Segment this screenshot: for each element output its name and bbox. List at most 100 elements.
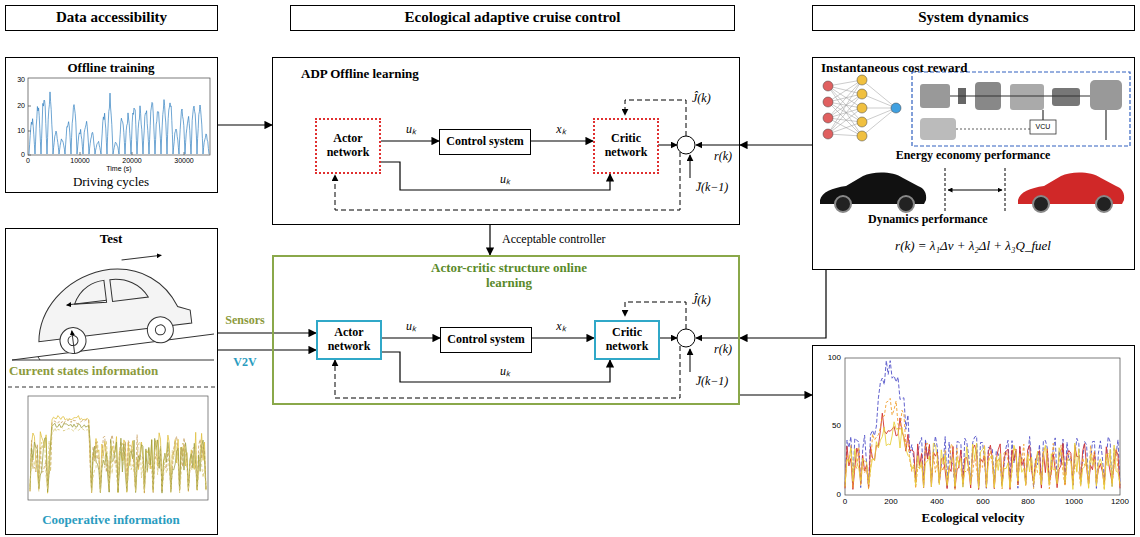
neural-net [862,108,896,122]
connector-arrow [381,162,610,190]
neural-net [828,94,862,118]
test-vehicle-drawing [12,253,214,360]
axis-tick: 0 [843,498,847,507]
connector-arrow [531,140,593,141]
series-lines [845,398,1120,489]
test-vehicle-drawing [72,275,148,306]
connector-arrow [532,337,594,338]
connector-arrow [382,337,440,338]
signal-label: r(k) [714,343,732,356]
node-text: Dynamics performance [868,213,988,227]
axis-tick: 0 [21,151,25,159]
node-text: Current states information [9,364,158,379]
axis-tick: 100 [828,354,841,363]
test-vehicle-drawing [122,255,162,260]
node-text: Actor network [318,326,380,354]
test-vehicle-drawing [38,357,40,360]
header-box: Data accessibility [5,5,218,31]
signal-label: J̄(k−1) [696,181,729,194]
chart-panel: Ecological velocity [812,345,1135,535]
connector-arrow [218,332,316,333]
actor-box: Actor network [316,320,382,360]
powertrain-sketch [1090,80,1122,110]
vehicle-pair [1096,196,1112,212]
test-chart [28,396,208,500]
vehicle-pair [898,196,914,212]
connector-arrow [218,349,316,350]
node-text: Critic network [595,132,657,160]
powertrain-sketch [1052,88,1080,106]
loop-wiring [690,155,691,178]
node-text: Test [6,232,216,247]
edge-label: xₖ [554,320,567,333]
neural-net [857,131,867,141]
neural-net [823,97,833,107]
node-text: Ecological adaptive cruise control [405,9,621,26]
component-label: VCU [1036,123,1051,131]
node-text: Actor-critic structure online learning [424,261,594,291]
node-text: Actor network [317,132,379,160]
axis-tick: 400 [930,498,943,507]
learning-box: Actor-critic structure online learningAc… [272,255,740,405]
axis-tick: 20 [17,102,25,110]
axis-tick: 30000 [174,157,193,165]
neural-net [823,81,833,91]
loop-wiring [677,136,695,154]
neural-net [891,103,901,113]
node-text: Ecological velocity [813,511,1133,526]
powertrain-sketch [920,84,950,108]
panel-box: Offline trainingDriving cycles [5,57,218,193]
axis-tick: 10000 [70,157,89,165]
axis-tick: 20000 [122,157,141,165]
test-chart [28,396,208,500]
axis-tick: 0 [26,157,30,165]
offline-chart [28,78,210,155]
neural-net [857,75,867,85]
axis-tick: 30 [17,76,25,84]
process-box: Control system [440,327,532,353]
neural-net [823,129,833,139]
vehicle-pair [948,190,1002,191]
node-text: System dynamics [918,9,1028,26]
vehicle-pair [820,168,1124,212]
series-lines [845,422,1120,490]
loop-wiring [696,338,740,339]
process-box: Control system [439,129,531,155]
separator-line [8,387,215,388]
edge-label: V2V [231,356,258,369]
axis-tick: 1000 [1065,498,1083,507]
neural-net [857,117,867,127]
edge-label: uₖ [498,173,512,186]
test-vehicle-drawing [72,331,75,354]
loop-wiring [690,349,691,372]
edge-label: uₖ [404,320,418,333]
powertrain-sketch [950,96,1106,140]
loop-wiring [658,338,677,339]
node-text: Driving cycles [6,175,216,190]
node-text: Critic network [596,326,658,354]
powertrain-sketch [956,129,1030,130]
actor-box: Actor network [315,118,381,174]
node-text: Instantaneous cost reward [821,61,967,76]
series-lines [30,419,206,492]
node-text: Control system [447,333,524,347]
loop-wiring [658,145,677,146]
series-lines [30,423,206,493]
signal-label: r(k) [714,150,732,163]
critic-box: Critic network [593,118,659,174]
connector-arrow [382,352,610,382]
edge-label: uₖ [498,365,512,378]
connector-arrow [740,394,812,395]
axis-tick: 50 [832,422,841,431]
vehicle-pair [835,196,851,212]
test-vehicle-drawing [30,253,193,358]
loop-wiring [625,302,686,329]
powertrain-sketch [912,72,1130,146]
vehicle-pair [945,168,1005,212]
offline-chart [28,78,210,155]
test-vehicle-drawing [146,315,175,344]
header-box: System dynamics [812,5,1135,31]
neural-net [823,75,901,141]
eco-chart [845,358,1120,495]
